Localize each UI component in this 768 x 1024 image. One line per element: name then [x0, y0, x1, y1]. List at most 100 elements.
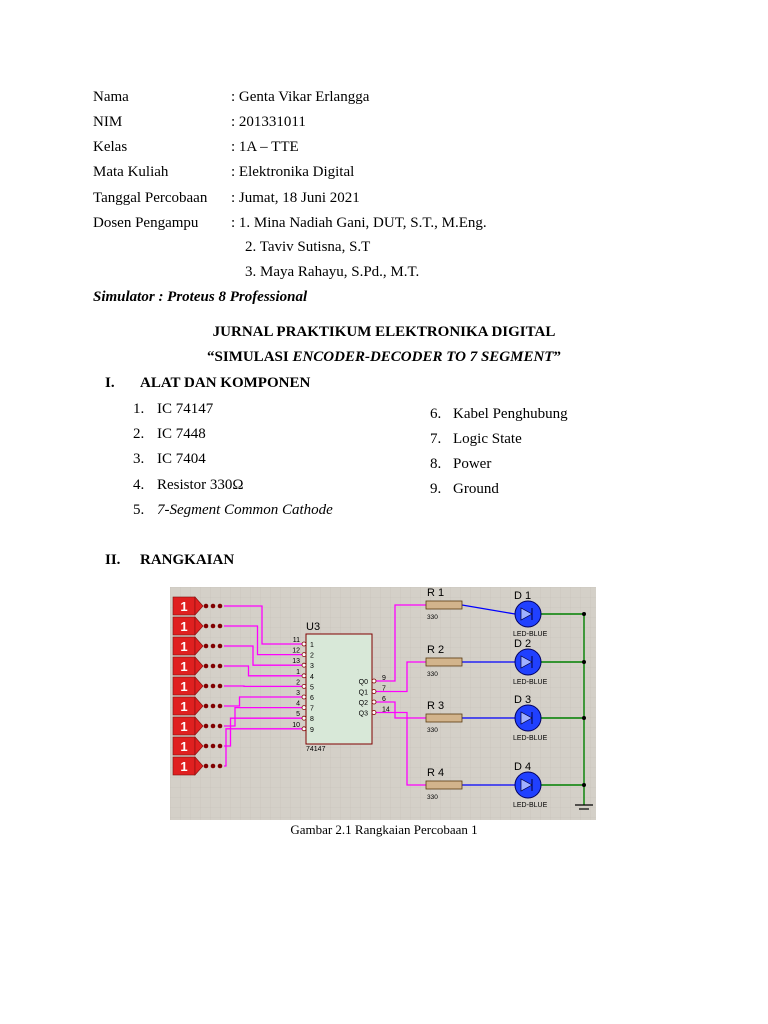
logic-state-arrow: [194, 656, 204, 676]
led-type: LED-BLUE: [513, 679, 548, 686]
ic-pin-name: 2: [310, 653, 314, 660]
junction-dot: [582, 783, 586, 787]
connection-dot: [217, 623, 223, 629]
list-item: Logic State: [453, 431, 522, 447]
junction-dot: [582, 716, 586, 720]
logic-state-value: 1: [180, 639, 187, 654]
connection-dot: [210, 603, 216, 609]
ic-output-pin: [371, 689, 377, 694]
wire-resistor-led: [461, 604, 516, 615]
ic-pin-name: 3: [310, 663, 314, 670]
logic-state-arrow: [194, 636, 204, 656]
logic-state-arrow: [194, 676, 204, 696]
connection-dot: [203, 643, 209, 649]
info-dosen-2: 2. Taviv Sutisna, S.T: [245, 239, 371, 255]
connection-dot: [217, 683, 223, 689]
section-1-heading: ALAT DAN KOMPONEN: [140, 375, 311, 391]
resistor-body: [425, 657, 463, 667]
resistor-body: [425, 713, 463, 723]
ic-input-pin: [301, 694, 307, 700]
ic-pin-number: 3: [296, 690, 300, 697]
ic-pin-number: 7: [382, 686, 386, 693]
ic-pin-name: Q1: [359, 690, 368, 697]
wire-input: [224, 645, 302, 666]
ic-pin-number: 12: [292, 648, 300, 655]
led-type: LED-BLUE: [513, 735, 548, 742]
section-2-number: II.: [105, 552, 121, 568]
list-item: IC 7448: [157, 426, 206, 442]
subtitle-suffix: ”: [553, 349, 561, 365]
journal-title: JURNAL PRAKTIKUM ELEKTRONIKA DIGITAL: [212, 324, 556, 340]
resistor-ref: R 3: [427, 700, 444, 712]
logic-state-value: 1: [180, 619, 187, 634]
led-ref: D 1: [514, 590, 531, 602]
resistor-value: 330: [427, 614, 438, 621]
ic-pin-number: 6: [382, 696, 386, 703]
ic-pin-number: 9: [382, 675, 386, 682]
ic-pin-name: 1: [310, 642, 314, 649]
logic-state-arrow: [194, 736, 204, 756]
figure-caption: Gambar 2.1 Rangkaian Percobaan 1: [290, 822, 478, 837]
wire-input: [224, 696, 302, 707]
connection-dot: [203, 703, 209, 709]
journal-subtitle: “SIMULASI ENCODER-DECODER TO 7 SEGMENT”: [0, 348, 768, 366]
ic-input-pin: [301, 652, 307, 657]
connection-dot: [203, 763, 209, 769]
ic-input-pin: [301, 715, 307, 721]
list-item-number: 2.: [133, 426, 145, 442]
wire-input: [224, 728, 302, 767]
resistor-value: 330: [427, 671, 438, 678]
ic-pin-number: 14: [382, 707, 390, 714]
logic-state-arrow: [194, 616, 204, 636]
logic-state-value: 1: [180, 679, 187, 694]
connection-dot: [217, 723, 223, 729]
list-item: IC 7404: [157, 451, 206, 467]
list-item: IC 74147: [157, 401, 214, 417]
connection-dot: [203, 723, 209, 729]
ic-part-label: 74147: [306, 746, 326, 753]
resistor-value: 330: [427, 727, 438, 734]
led-diode-symbol: [520, 778, 533, 792]
ic-input-pin: [301, 662, 307, 668]
connection-dot: [210, 683, 216, 689]
ic-input-pin: [301, 641, 307, 647]
info-label-kelas: Kelas: [93, 139, 128, 155]
ic-pin-number: 10: [292, 722, 300, 729]
resistor-ref: R 1: [427, 587, 444, 599]
resistor-body: [425, 780, 463, 790]
ic-pin-number: 11: [293, 637, 300, 644]
ic-output-pin: [371, 678, 377, 684]
info-label-dosen: Dosen Pengampu: [93, 215, 199, 231]
list-item-number: 9.: [430, 481, 442, 497]
ic-pin-name: Q3: [359, 711, 368, 718]
connection-dot: [210, 703, 216, 709]
ic-pin-number: 1: [296, 669, 300, 676]
section-2-heading: RANGKAIAN: [140, 552, 235, 568]
ic-74147: U37414711112213314253647581099Q07Q16Q214…: [292, 621, 390, 753]
info-value-dosen: : 1. Mina Nadiah Gani, DUT, S.T., M.Eng.: [231, 215, 487, 231]
ic-input-pin: [301, 684, 307, 689]
led-ref: D 3: [514, 694, 531, 706]
connection-dot: [210, 643, 216, 649]
logic-state-arrow: [194, 716, 204, 736]
list-item-number: 8.: [430, 456, 442, 472]
section-1-number: I.: [105, 375, 115, 391]
logic-state-value: 1: [180, 659, 187, 674]
connection-dot: [203, 663, 209, 669]
ic-input-pin: [301, 726, 307, 732]
ic-input-pin: [301, 673, 307, 679]
info-value-kelas: : 1A – TTE: [231, 139, 299, 155]
ic-pin-number: 13: [292, 658, 300, 665]
wire-output: [376, 604, 426, 682]
connection-dot: [217, 763, 223, 769]
connection-dot: [210, 743, 216, 749]
list-item-number: 6.: [430, 406, 442, 422]
wire-output: [376, 711, 426, 786]
connection-dot: [217, 703, 223, 709]
logic-state-value: 1: [180, 719, 187, 734]
logic-state-arrow: [194, 696, 204, 716]
connection-dot: [217, 743, 223, 749]
resistor-value: 330: [427, 794, 438, 801]
wire-output: [376, 701, 426, 719]
